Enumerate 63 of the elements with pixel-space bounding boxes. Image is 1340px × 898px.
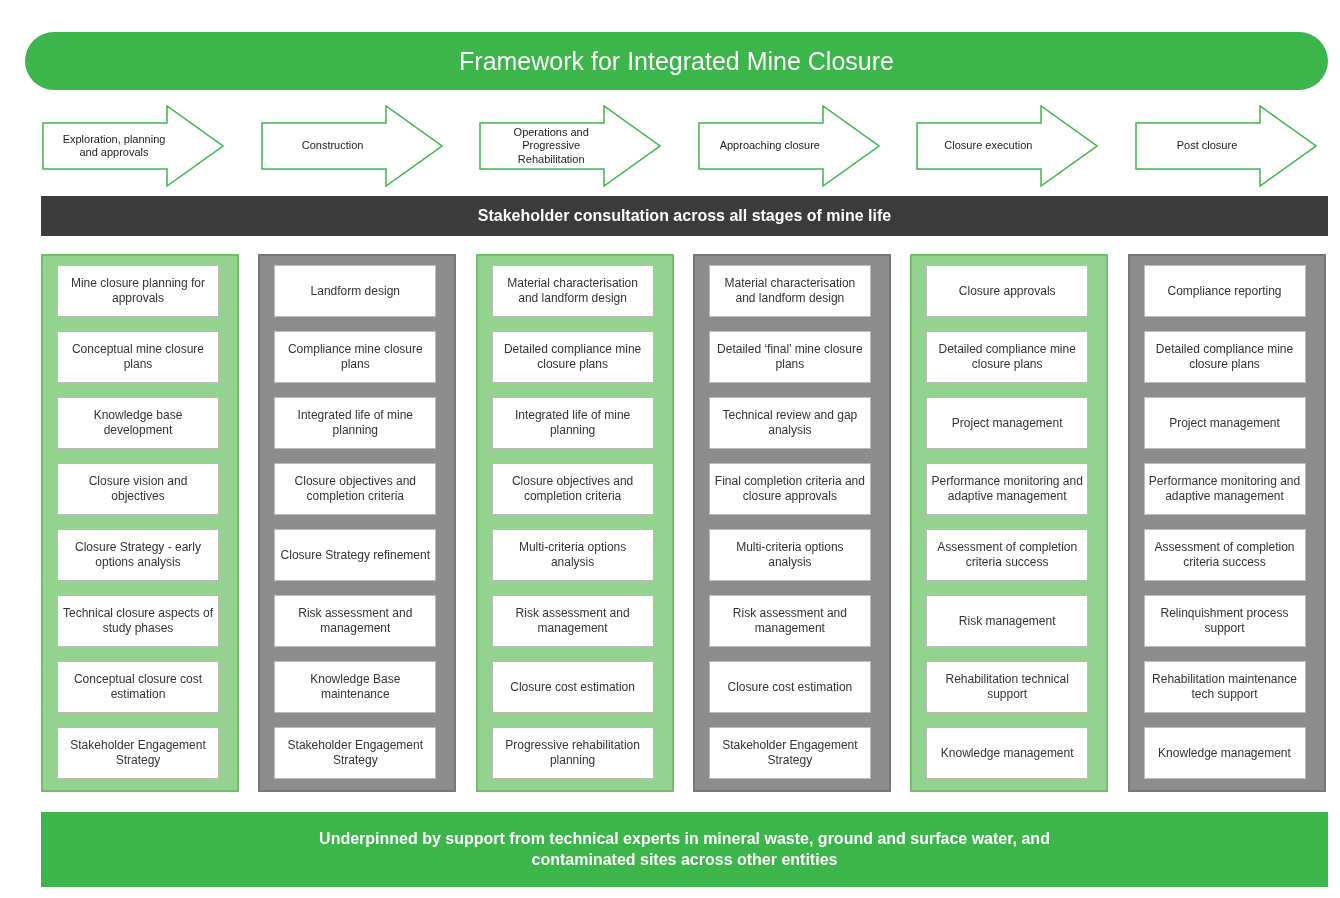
activity-box: Risk assessment and management	[274, 595, 437, 647]
activity-box: Detailed compliance mine closure plans	[926, 331, 1089, 383]
activity-box: Rehabilitation technical support	[926, 661, 1089, 713]
activity-box: Multi-criteria options analysis	[491, 529, 654, 581]
activity-box: Stakeholder Engagement Strategy	[274, 727, 437, 779]
stage-heading: Operations and Progressive Rehabilitation	[479, 105, 662, 187]
activity-box: Conceptual closure cost estimation	[57, 661, 219, 713]
activity-box: Closure objectives and completion criteria	[491, 463, 654, 515]
activity-box: Closure cost estimation	[708, 661, 871, 713]
activity-box: Material characterisation and landform design	[708, 265, 871, 317]
activity-box: Knowledge management	[926, 727, 1089, 779]
activity-box: Risk assessment and management	[491, 595, 654, 647]
activity-box: Risk assessment and management	[708, 595, 871, 647]
activity-box: Knowledge base development	[57, 397, 219, 449]
activity-box: Closure cost estimation	[491, 661, 654, 713]
column-panel	[910, 254, 1109, 792]
stage-heading: Construction	[260, 105, 443, 187]
column-panel	[692, 254, 891, 792]
activity-box: Closure Strategy - early options analysis	[57, 529, 219, 581]
activity-box: Project management	[926, 397, 1089, 449]
activity-box: Performance monitoring and adaptive management	[1143, 463, 1306, 515]
stage-heading: Post closure	[1135, 105, 1317, 187]
activity-box: Closure Strategy refinement	[274, 529, 437, 581]
activity-box: Rehabilitation maintenance tech support	[1143, 661, 1306, 713]
activity-box: Assessment of completion criteria success	[1143, 529, 1306, 581]
activity-box: Mine closure planning for approvals	[57, 265, 219, 317]
stage-heading: Exploration, planning and approvals	[42, 105, 224, 187]
activity-box: Knowledge management	[1143, 727, 1306, 779]
activity-box: Material characterisation and landform design	[491, 265, 654, 317]
title-banner: Framework for Integrated Mine Closure	[25, 32, 1328, 90]
support-banner: Underpinned by support from technical experts in mineral waste, ground and surface water, and contaminated sites across other entities	[41, 812, 1328, 887]
activity-box: Integrated life of mine planning	[274, 397, 437, 449]
stage-heading: Approaching closure	[697, 105, 880, 187]
activity-box: Risk management	[926, 595, 1089, 647]
activity-box: Detailed compliance mine closure plans	[1143, 331, 1306, 383]
activity-box: Conceptual mine closure plans	[57, 331, 219, 383]
column-panel	[41, 254, 239, 792]
activity-box: Landform design	[274, 265, 437, 317]
activity-box: Multi-criteria options analysis	[708, 529, 871, 581]
activity-box: Closure vision and objectives	[57, 463, 219, 515]
activity-box: Closure objectives and completion criteria	[274, 463, 437, 515]
consultation-banner: Stakeholder consultation across all stages of mine life	[41, 196, 1328, 236]
activity-box: Compliance reporting	[1143, 265, 1306, 317]
activity-box: Relinquishment process support	[1143, 595, 1306, 647]
activity-box: Stakeholder Engagement Strategy	[708, 727, 871, 779]
activity-box: Technical closure aspects of study phases	[57, 595, 219, 647]
activity-box: Assessment of completion criteria success	[926, 529, 1089, 581]
activity-box: Compliance mine closure plans	[274, 331, 437, 383]
activity-box: Detailed compliance mine closure plans	[491, 331, 654, 383]
activity-box: Final completion criteria and closure approvals	[708, 463, 871, 515]
column-panel	[1127, 254, 1326, 792]
activity-box: Progressive rehabilitation planning	[491, 727, 654, 779]
activity-box: Closure approvals	[926, 265, 1089, 317]
column-panel	[475, 254, 674, 792]
activity-box: Project management	[1143, 397, 1306, 449]
column-panel	[258, 254, 457, 792]
activity-box: Technical review and gap analysis	[708, 397, 871, 449]
stage-heading: Closure execution	[916, 105, 1099, 187]
activity-box: Performance monitoring and adaptive management	[926, 463, 1089, 515]
activity-box: Integrated life of mine planning	[491, 397, 654, 449]
activity-box: Knowledge Base maintenance	[274, 661, 437, 713]
activity-box: Stakeholder Engagement Strategy	[57, 727, 219, 779]
activity-box: Detailed ‘final’ mine closure plans	[708, 331, 871, 383]
